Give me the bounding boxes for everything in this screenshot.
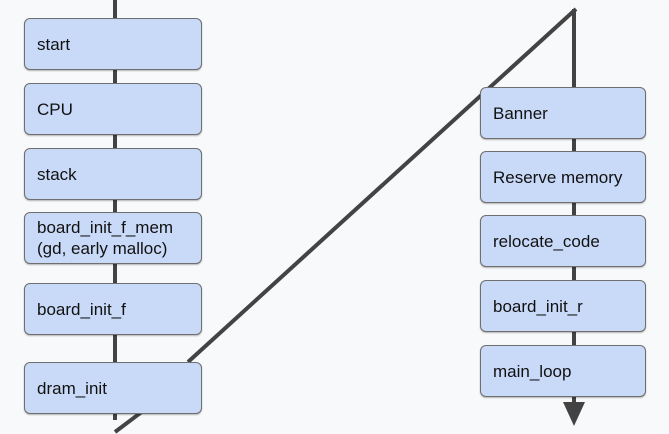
reserve-memory-label: Reserve memory [493,167,623,187]
start-label: start [37,34,71,54]
dram-init-label: dram_init [37,378,107,398]
reserve-memory-box: Reserve memory [480,151,646,203]
cpu-box: CPU [24,83,202,135]
board-init-r-box: board_init_r [480,280,646,332]
down-arrow-icon [563,402,585,426]
relocate-code-label: relocate_code [493,231,600,251]
relocate-code-box: relocate_code [480,215,646,267]
board-init-f-mem-box: board_init_f_mem (gd, early malloc) [24,212,202,264]
board-init-f-label: board_init_f [37,299,126,319]
board-init-f-mem-label: board_init_f_mem [37,218,174,237]
board-init-r-label: board_init_r [493,296,583,316]
main-loop-label: main_loop [493,361,572,381]
stack-label: stack [37,164,77,184]
cpu-label: CPU [37,99,73,119]
cross-diagonal-line [186,7,578,364]
main-loop-box: main_loop [480,345,646,397]
stack-box: stack [24,148,202,200]
banner-label: Banner [493,103,548,123]
dram-init-box: dram_init [24,362,202,414]
board-init-f-box: board_init_f [24,283,202,335]
banner-box: Banner [480,87,646,139]
start-box: start [24,18,202,70]
board-init-f-mem-sublabel: (gd, early malloc) [37,239,168,258]
